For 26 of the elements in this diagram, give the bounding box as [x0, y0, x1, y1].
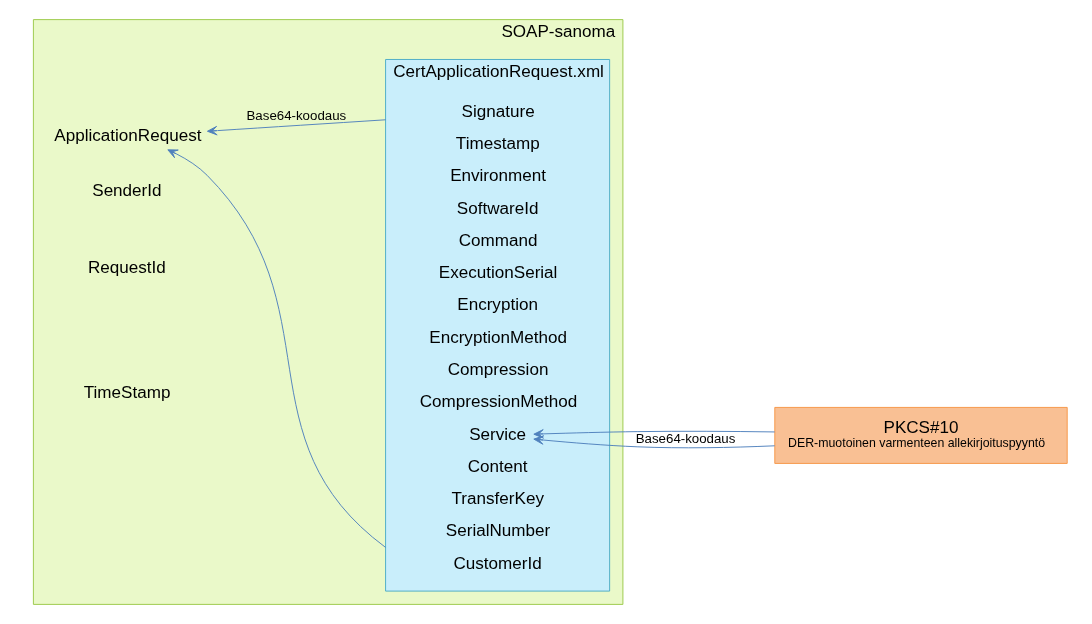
arrow — [166, 149, 386, 548]
node-text: RequestId — [87, 258, 166, 278]
node-text: SoftwareId — [456, 198, 538, 218]
node-text: Environment — [449, 166, 546, 186]
node-text: EncryptionMethod — [428, 327, 567, 347]
node-text: Service — [468, 424, 526, 444]
node-text: Compression — [447, 360, 548, 380]
node-text: CustomerId — [452, 553, 542, 573]
arrow — [532, 435, 775, 449]
node-text: TransferKey — [451, 489, 544, 509]
node-text: ApplicationRequest — [53, 125, 201, 145]
node-text: Content — [467, 456, 528, 476]
edge-label: Base64-koodaus — [246, 108, 346, 124]
edge-label: Base64-koodaus — [635, 431, 735, 447]
node-text: SenderId — [91, 180, 162, 200]
arrow — [206, 119, 386, 136]
node-text: SerialNumber — [445, 521, 550, 541]
arrow — [532, 429, 775, 439]
node-text: Command — [458, 230, 537, 250]
node-text: Timestamp — [455, 134, 540, 154]
node-text: Encryption — [456, 295, 538, 315]
node-text: TimeStamp — [83, 382, 170, 402]
node-box: PKCS#10 DER-muotoinen varmenteen allekirjoituspyyntö — [773, 406, 1068, 464]
node-text: Signature — [461, 101, 535, 121]
node-text: CompressionMethod — [419, 392, 577, 412]
node-text: ExecutionSerial — [438, 263, 557, 283]
